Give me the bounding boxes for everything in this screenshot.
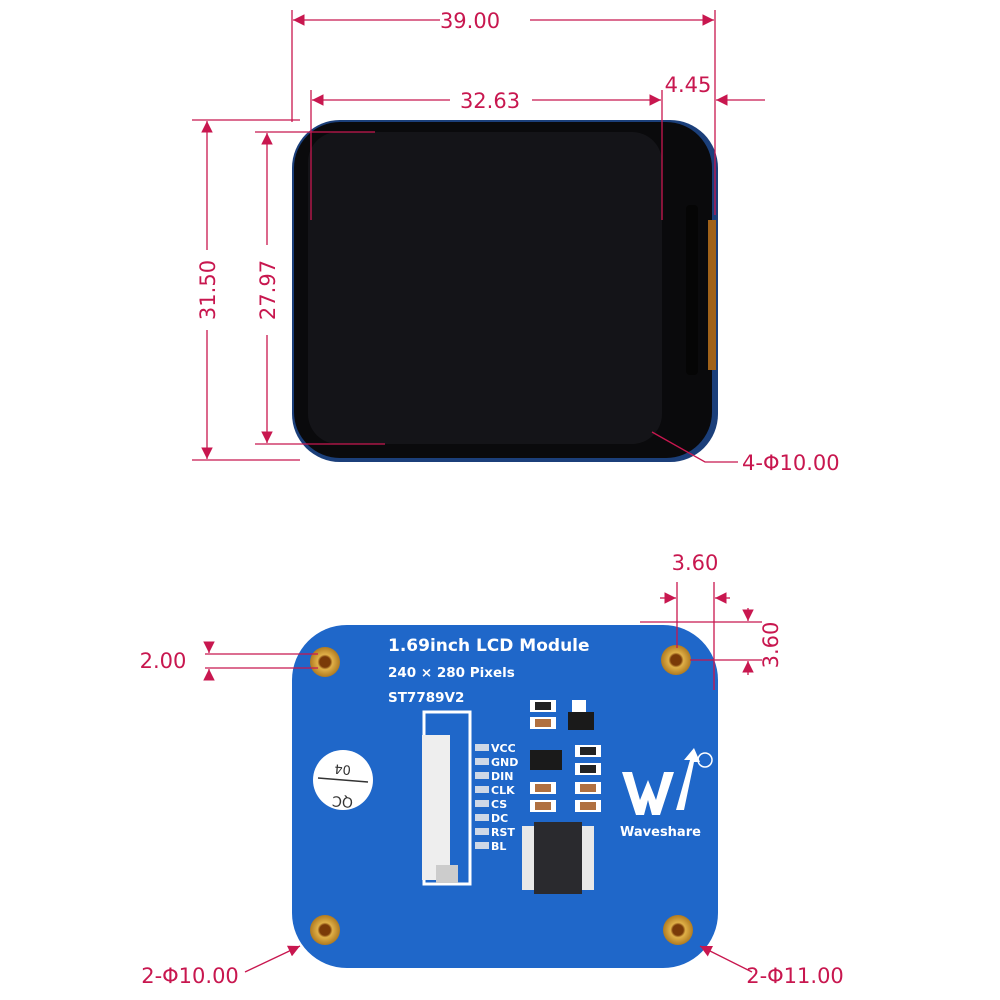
pin-labels: VCC GND DIN CLK CS DC RST BL [491, 742, 518, 853]
dimension-lines [192, 10, 765, 463]
pcb-title: 1.69inch LCD Module [388, 636, 590, 656]
pcb-dimension-lines [203, 582, 762, 973]
qc-label: QC [331, 792, 353, 810]
mounting-hole [310, 645, 693, 945]
dim-screen-height: 27.97 [256, 260, 280, 320]
pin-label: CS [491, 798, 507, 811]
pin-label: BL [491, 840, 506, 853]
smd-components [522, 700, 601, 894]
waveshare-logo: Waveshare [620, 748, 713, 840]
dim-edge-gap: 2.00 [140, 649, 187, 673]
dim-screen-width: 32.63 [460, 89, 520, 113]
pin-label: CLK [491, 784, 515, 797]
dim-hole-offset-x: 3.60 [672, 551, 719, 575]
brand-text: Waveshare [620, 825, 701, 840]
pin-label: DC [491, 812, 508, 825]
fpc-connector [422, 710, 472, 886]
dim-hole-offset-y: 3.60 [759, 622, 783, 669]
dim-front-holes: 4-Φ10.00 [742, 451, 840, 475]
dim-height-total: 31.50 [196, 260, 220, 320]
pcb-back-view: QC 04 Waveshare [292, 625, 718, 968]
dim-bottom-right-holes: 2-Φ11.00 [746, 964, 844, 988]
pcb-resolution: 240 × 280 Pixels [388, 665, 515, 681]
qc-sticker: QC 04 [313, 750, 373, 810]
pin-label: RST [491, 826, 515, 839]
display-front-view [292, 120, 718, 462]
pin-label: GND [491, 756, 518, 769]
qc-number: 04 [334, 760, 352, 776]
dim-side-edge: 4.45 [665, 73, 712, 97]
pin-label: DIN [491, 770, 513, 783]
dim-width-total: 39.00 [440, 9, 500, 33]
pcb-driver: ST7789V2 [388, 690, 464, 706]
pin-pads [475, 744, 489, 849]
pin-label: VCC [491, 742, 516, 755]
driver-chip [534, 822, 582, 894]
dim-bottom-left-holes: 2-Φ10.00 [141, 964, 239, 988]
